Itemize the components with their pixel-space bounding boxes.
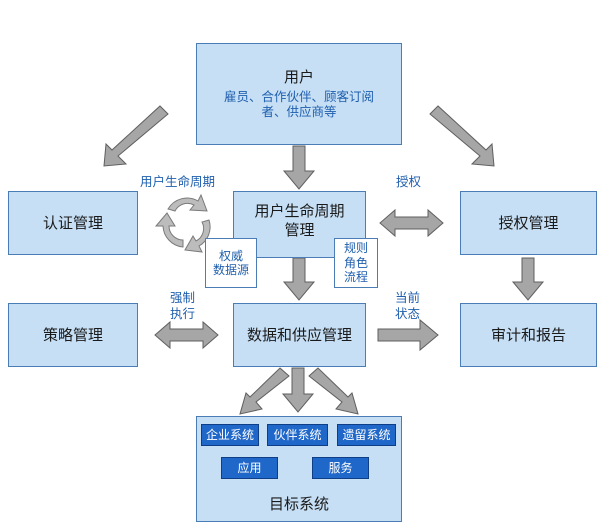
enterprise-system: 企业系统 <box>201 424 259 446</box>
authz-box: 授权管理 <box>460 191 597 255</box>
arrow-data-to-target-left <box>239 367 290 415</box>
enforce-line1: 强制 <box>170 290 196 305</box>
target-box: 企业系统 伙伴系统 遗留系统 应用 服务 目标系统 <box>196 416 402 522</box>
lifecycle-label: 用户生命周期 <box>140 174 216 189</box>
arrow-user-to-authz <box>429 105 495 167</box>
arrow-lifecycle-to-data <box>282 257 316 301</box>
state-line2: 状态 <box>395 305 421 321</box>
user-line2: 者、供应商等 <box>261 104 337 120</box>
arrow-lifecycle-authz <box>379 208 444 238</box>
rules-line1: 规则 <box>343 241 368 256</box>
rules-tag: 规则 角色 流程 <box>334 238 378 288</box>
enforce-line2: 执行 <box>170 305 196 321</box>
arrow-data-to-target-right <box>308 367 359 415</box>
user-line1: 雇员、合作伙伴、顾客订阅 <box>223 88 374 104</box>
authority-line1: 权威 <box>218 248 243 263</box>
arrow-data-to-audit <box>377 318 439 352</box>
enforce-label: 强制 执行 <box>170 290 195 321</box>
data-supply-box: 数据和供应管理 <box>233 303 366 367</box>
arrow-user-to-lifecycle <box>282 145 316 190</box>
target-title: 目标系统 <box>268 495 329 513</box>
arrow-user-to-auth <box>103 105 169 167</box>
arrow-authz-to-audit <box>511 257 545 301</box>
user-title: 用户 <box>283 68 314 86</box>
state-label: 当前 状态 <box>395 290 420 321</box>
authority-line2: 数据源 <box>212 263 249 277</box>
service: 服务 <box>312 457 369 479</box>
audit-box: 审计和报告 <box>460 303 597 367</box>
partner-system: 伙伴系统 <box>267 424 328 446</box>
lifecycle-line2: 管理 <box>284 220 315 239</box>
rules-line2: 角色 <box>343 255 368 270</box>
legacy-system: 遗留系统 <box>337 424 396 446</box>
arrow-data-to-target-center <box>281 367 315 413</box>
rules-line3: 流程 <box>343 270 368 285</box>
cycle-arrows-icon <box>154 193 211 253</box>
application: 应用 <box>221 457 278 479</box>
auth-box: 认证管理 <box>8 191 138 255</box>
lifecycle-line1: 用户生命周期 <box>254 202 345 220</box>
grant-label: 授权 <box>396 174 422 189</box>
user-box: 用户 雇员、合作伙伴、顾客订阅 者、供应商等 <box>196 43 402 145</box>
authority-source-tag: 权威 数据源 <box>205 238 257 288</box>
state-line1: 当前 <box>395 290 421 305</box>
policy-box: 策略管理 <box>8 303 138 367</box>
arrow-policy-data <box>154 320 219 350</box>
